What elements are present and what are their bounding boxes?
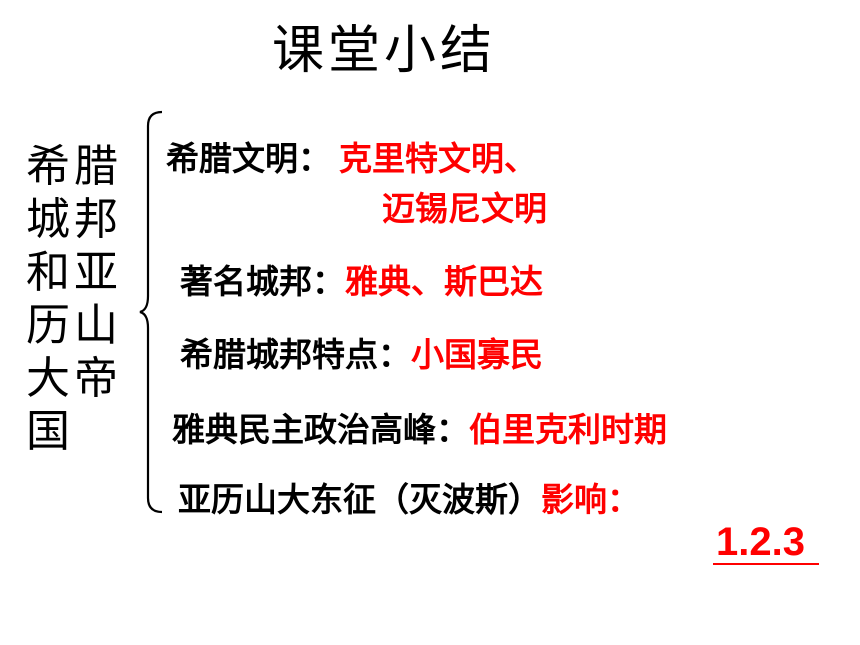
row-value-cont: 迈锡尼文明 <box>382 189 547 228</box>
side-label-char: 城 <box>26 194 70 245</box>
side-label-char: 国 <box>26 406 70 457</box>
side-label-char: 大 <box>26 353 70 404</box>
impact-underline <box>713 563 819 565</box>
summary-row-city-state-features: 希腊城邦特点：小国寡民 <box>180 328 543 376</box>
side-label-char: 邦 <box>74 194 118 245</box>
side-label-char: 希 <box>26 141 70 192</box>
page-title: 课堂小结 <box>272 21 497 81</box>
row-key: 雅典民主政治高峰： <box>172 410 469 449</box>
summary-row-greek-civilization: 希腊文明：克里特文明、 <box>166 132 537 180</box>
impact-numbers: 1.2.3 <box>716 520 805 564</box>
summary-row-famous-city-states: 著名城邦：雅典、斯巴达 <box>180 255 543 303</box>
summary-row-alexander-expedition: 亚历山大东征（灭波斯）影响： <box>178 473 640 521</box>
side-label-char: 历 <box>26 300 70 351</box>
side-label-char: 和 <box>26 247 70 298</box>
row-key: 希腊城邦特点： <box>180 335 411 374</box>
side-label-column-1: 希 城 和 历 大 国 <box>26 140 72 458</box>
row-value: 影响： <box>541 480 640 519</box>
side-label-column-2: 腊 邦 亚 山 帝 <box>74 140 120 405</box>
side-label-char: 帝 <box>74 353 118 404</box>
summary-row-greek-civilization-cont: 迈锡尼文明 <box>382 182 547 230</box>
row-key: 著名城邦： <box>180 262 345 301</box>
side-label-char: 山 <box>74 300 118 351</box>
row-value: 雅典、斯巴达 <box>345 262 543 301</box>
row-value: 小国寡民 <box>411 335 543 374</box>
curly-brace <box>139 110 163 514</box>
side-label-char: 亚 <box>74 247 118 298</box>
summary-row-athenian-democracy: 雅典民主政治高峰：伯里克利时期 <box>172 403 667 451</box>
row-key: 希腊文明： <box>166 139 331 178</box>
row-value: 克里特文明、 <box>339 139 537 178</box>
row-key: 亚历山大东征（灭波斯） <box>178 480 541 519</box>
row-value: 伯里克利时期 <box>469 410 667 449</box>
side-label-char: 腊 <box>74 141 118 192</box>
